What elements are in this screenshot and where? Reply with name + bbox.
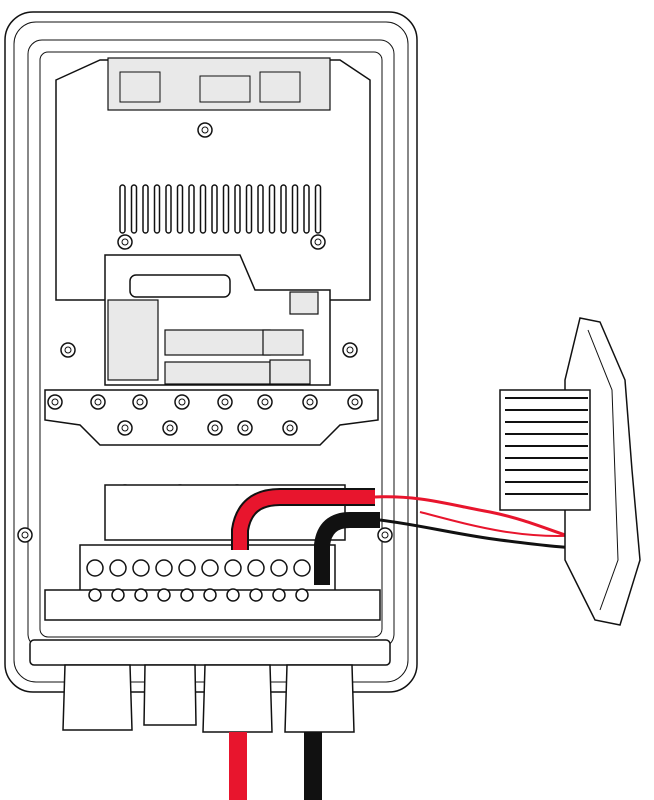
terminal-screw — [178, 559, 196, 577]
vent-slot — [153, 184, 161, 234]
heatsink — [499, 389, 591, 511]
screw-icon — [132, 394, 148, 410]
screw-icon — [302, 394, 318, 410]
cable-gland-4 — [284, 664, 355, 733]
cable-gland-1 — [62, 664, 133, 731]
screw-icon — [347, 394, 363, 410]
vent-slot — [268, 184, 276, 234]
screw-icon — [237, 420, 253, 436]
supply-terminal — [289, 291, 319, 315]
vent-slot — [188, 184, 195, 234]
vent-slot — [199, 184, 207, 234]
vent-slot — [280, 184, 287, 234]
terminal-screw — [132, 559, 150, 577]
dip-switch-block — [107, 299, 159, 381]
terminal-screw — [224, 559, 242, 577]
power-terminals — [86, 559, 311, 602]
cable-gland-3 — [202, 664, 273, 733]
screw-icon — [117, 420, 133, 436]
terminal-screw — [86, 559, 104, 577]
screw-icon — [162, 420, 178, 436]
screw-icon — [47, 394, 63, 410]
screw-icon — [310, 234, 326, 250]
vent-slot — [176, 184, 184, 234]
black-power-cable — [304, 732, 322, 800]
black-signal-wire — [379, 518, 583, 550]
vent-slot — [130, 184, 138, 234]
screw-icon — [17, 527, 33, 543]
terminal-screw — [201, 559, 219, 577]
d-sub-connector — [129, 274, 231, 298]
terminal-screw — [109, 559, 127, 577]
black-internal-cable — [314, 512, 380, 585]
relay-terminal — [262, 329, 304, 356]
screw-icon — [257, 394, 273, 410]
external-module — [499, 317, 641, 626]
vent-slot — [291, 184, 299, 234]
vent-slot — [314, 184, 322, 234]
screw-icon — [207, 420, 223, 436]
vent-slot — [211, 184, 218, 234]
red-internal-cable — [233, 490, 375, 550]
terminal-screw — [247, 559, 265, 577]
red-power-cable — [229, 732, 247, 800]
screw-icon — [90, 394, 106, 410]
vent-slot — [119, 184, 126, 234]
vent-slot — [245, 184, 253, 234]
screw-icon — [342, 342, 358, 358]
terminal-block-upper — [164, 329, 271, 356]
terminal-block-lower — [164, 361, 271, 385]
vent-slot — [257, 184, 264, 234]
io-terminal-area — [104, 254, 331, 386]
terminal-screw — [155, 559, 173, 577]
cable-glands — [29, 639, 391, 733]
screw-icon — [217, 394, 233, 410]
vent-slot — [222, 184, 230, 234]
control-board — [55, 57, 371, 301]
screw-icon — [282, 420, 298, 436]
screw-icon — [197, 122, 213, 138]
ventilation-slots — [119, 184, 322, 234]
terminal-screw — [293, 559, 311, 577]
vent-slot — [303, 184, 310, 234]
vent-slot — [142, 184, 149, 234]
cable-gland-2 — [143, 664, 197, 726]
vent-slot — [165, 184, 172, 234]
screw-icon — [60, 342, 76, 358]
vent-slot — [234, 184, 241, 234]
screw-icon — [377, 527, 393, 543]
terminal-screw — [270, 559, 288, 577]
heatsink-fins — [505, 397, 588, 495]
relay-terminal-2 — [269, 359, 311, 385]
red-signal-wire — [374, 495, 583, 542]
screw-icon — [174, 394, 190, 410]
screw-icon — [117, 234, 133, 250]
